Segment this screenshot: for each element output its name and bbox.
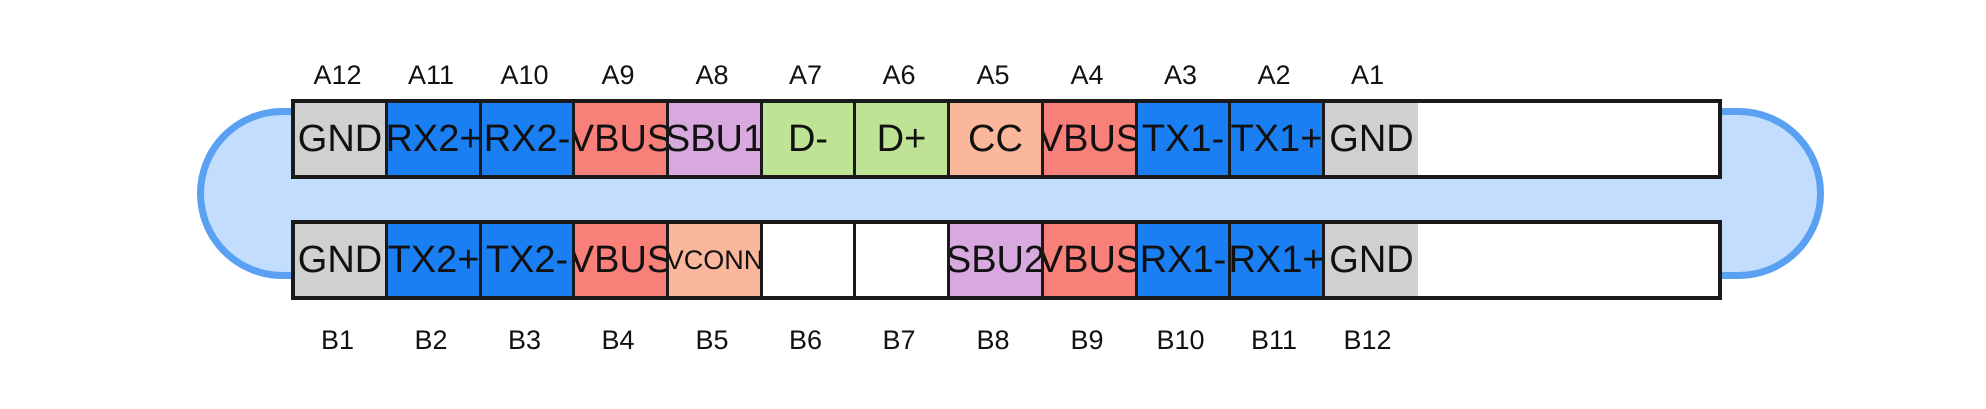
pin-number-b7: B7 bbox=[882, 325, 916, 355]
pin-a6: D+ bbox=[856, 103, 950, 175]
pin-number-a7: A7 bbox=[788, 60, 823, 90]
pin-number-a10: A10 bbox=[500, 60, 549, 90]
pin-number-a11: A11 bbox=[407, 60, 455, 90]
bottom-pin-row: GND TX2+ TX2- VBUS VCONN SBU2 VBUS RX1- … bbox=[291, 220, 1722, 300]
pin-number-a4: A4 bbox=[1070, 60, 1104, 90]
pin-number-b2: B2 bbox=[414, 325, 448, 355]
pin-b7 bbox=[856, 224, 950, 296]
pin-a10: RX2- bbox=[482, 103, 575, 175]
pin-a5: CC bbox=[950, 103, 1044, 175]
pin-number-b4: B4 bbox=[601, 325, 635, 355]
pin-a9: VBUS bbox=[575, 103, 669, 175]
pin-number-a1: A1 bbox=[1350, 60, 1385, 90]
top-pin-numbers: A12 A11 A10 A9 A8 A7 A6 A5 A4 A3 A2 A1 bbox=[291, 58, 1722, 92]
pin-number-b1: B1 bbox=[320, 325, 355, 355]
pin-number-b10: B10 bbox=[1156, 325, 1205, 355]
pin-b5: VCONN bbox=[669, 224, 763, 296]
pin-number-a5: A5 bbox=[976, 60, 1010, 90]
pin-a1: GND bbox=[1325, 103, 1418, 175]
pin-number-a8: A8 bbox=[695, 60, 729, 90]
pin-b4: VBUS bbox=[575, 224, 669, 296]
pin-a11: RX2+ bbox=[388, 103, 482, 175]
pin-number-b3: B3 bbox=[507, 325, 542, 355]
pin-b1: GND bbox=[295, 224, 388, 296]
top-pin-row: GND RX2+ RX2- VBUS SBU1 D- D+ CC VBUS TX… bbox=[291, 99, 1722, 179]
pin-number-b5: B5 bbox=[695, 325, 729, 355]
pin-b2: TX2+ bbox=[388, 224, 482, 296]
pin-number-a3: A3 bbox=[1163, 60, 1198, 90]
pin-number-a9: A9 bbox=[601, 60, 635, 90]
pin-b10: RX1- bbox=[1138, 224, 1231, 296]
pin-number-b9: B9 bbox=[1070, 325, 1104, 355]
pin-number-a6: A6 bbox=[882, 60, 916, 90]
pin-b11: RX1+ bbox=[1231, 224, 1325, 296]
pin-number-b8: B8 bbox=[976, 325, 1010, 355]
bottom-pin-numbers: B1 B2 B3 B4 B5 B6 B7 B8 B9 B10 B11 B12 bbox=[291, 323, 1722, 357]
pin-b9: VBUS bbox=[1044, 224, 1138, 296]
pin-a3: TX1- bbox=[1138, 103, 1231, 175]
pin-number-b6: B6 bbox=[788, 325, 823, 355]
pin-b3: TX2- bbox=[482, 224, 575, 296]
pin-a2: TX1+ bbox=[1231, 103, 1325, 175]
pin-number-a2: A2 bbox=[1257, 60, 1291, 90]
pin-a8: SBU1 bbox=[669, 103, 763, 175]
pin-a4: VBUS bbox=[1044, 103, 1138, 175]
pin-number-b11: B11 bbox=[1250, 325, 1298, 355]
pin-b12: GND bbox=[1325, 224, 1418, 296]
pin-b6 bbox=[763, 224, 856, 296]
pin-number-b12: B12 bbox=[1343, 325, 1392, 355]
pin-a12: GND bbox=[295, 103, 388, 175]
pin-b8: SBU2 bbox=[950, 224, 1044, 296]
pin-number-a12: A12 bbox=[313, 60, 362, 90]
pin-a7: D- bbox=[763, 103, 856, 175]
